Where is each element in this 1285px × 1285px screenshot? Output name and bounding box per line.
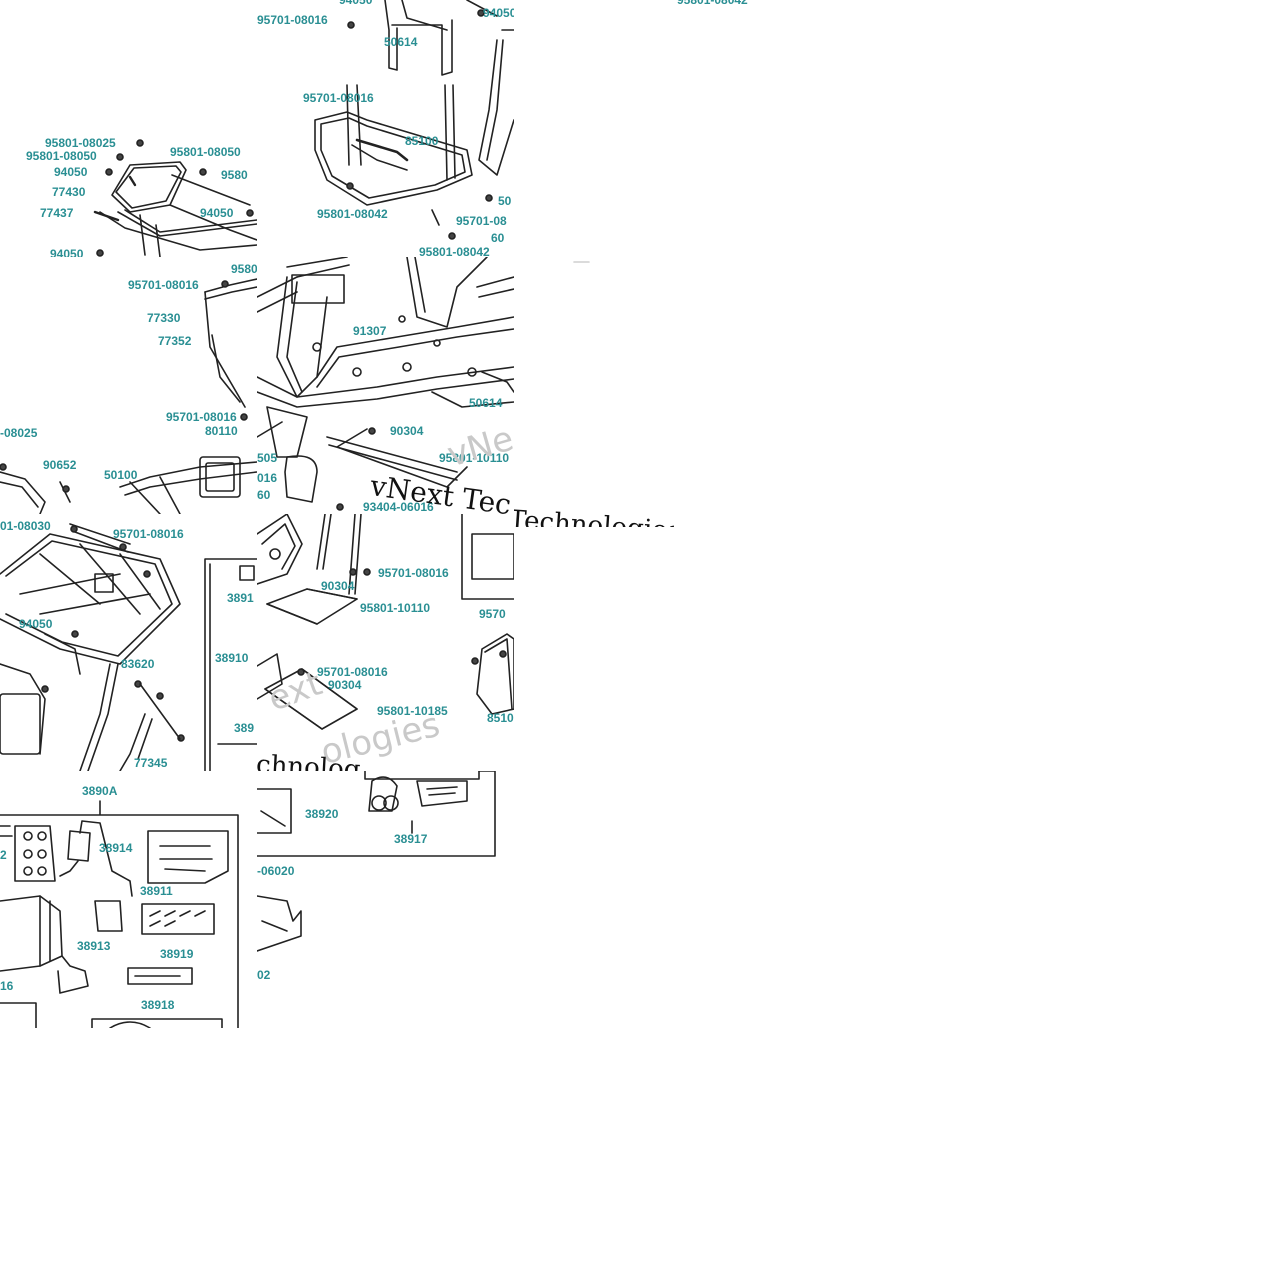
part-label: 95801-10185: [377, 704, 448, 718]
diagram-tile-rear-rack: 95701-08016 9580 77330 77352 95701-08016…: [0, 257, 257, 514]
part-label: 94050: [339, 0, 373, 7]
part-label: 95801-08042: [419, 245, 490, 257]
part-label: 3891: [227, 591, 254, 605]
part-label: 95701-08016: [128, 278, 199, 292]
part-label: 90304: [390, 424, 424, 438]
part-label: 94050: [54, 165, 88, 179]
part-label: 95701-08016: [317, 665, 388, 679]
winch-accessories-drawing: [257, 771, 496, 952]
part-label: 8510: [487, 711, 514, 725]
part-label: 2: [0, 848, 7, 862]
skid-plates-drawing: [257, 514, 514, 730]
part-label: 94050: [50, 247, 84, 257]
part-label: 95801-08042: [317, 207, 388, 221]
part-label: 60: [491, 231, 505, 245]
part-label: 77345: [134, 756, 168, 770]
part-label: 95701-08016: [257, 13, 328, 27]
part-label: 95801-08050: [26, 149, 97, 163]
part-label: 77352: [158, 334, 192, 348]
part-label: 94050: [483, 6, 514, 20]
part-label: 95801-08025: [45, 136, 116, 150]
part-label: 77330: [147, 311, 181, 325]
winch-kit-drawing: [0, 800, 239, 1028]
part-label: 9580: [221, 168, 248, 182]
part-label: 38910: [215, 651, 249, 665]
part-label: 95801-10110: [439, 451, 510, 465]
part-label: 95701-08016: [166, 410, 237, 424]
diagram-tile-skid-plates: 95701-08016 90304 95801-10110 95701-0801…: [257, 514, 514, 771]
part-label: 50100: [104, 468, 138, 482]
diagram-tile-winch-kit: 3890A 2 38914 38911 38913 38919 38918 16: [0, 771, 257, 1028]
part-label: 38913: [77, 939, 111, 953]
part-label: 91307: [353, 324, 387, 338]
part-label: 95701-08016: [378, 566, 449, 580]
part-label: 016: [257, 471, 278, 485]
fragment-drawing: [573, 261, 590, 263]
part-label: 85100: [405, 134, 439, 148]
part-label: 50614: [384, 35, 418, 49]
part-label: 38911: [140, 884, 173, 898]
front-rack-drawing: [93, 139, 257, 257]
part-label: 38917: [394, 832, 428, 846]
part-label: 77437: [40, 206, 74, 220]
part-label: 95801-10110: [360, 601, 431, 615]
part-label: 95701-08016: [113, 527, 184, 541]
part-label: 80110: [205, 424, 238, 438]
part-label: 9570: [479, 607, 506, 621]
part-label: 38918: [141, 998, 175, 1012]
part-label: -06020: [257, 864, 295, 878]
part-label: 9580: [231, 262, 257, 276]
main-frame-drawing: [257, 257, 514, 511]
part-label: 94050: [19, 617, 53, 631]
part-label: 38919: [160, 947, 194, 961]
part-label: 50614: [469, 396, 503, 410]
part-label: 16: [0, 979, 14, 993]
diagram-tile-rear-rack-lower: 01-08030 95701-08016 94050 83620 77345 3…: [0, 514, 257, 771]
part-label: 389: [234, 721, 255, 735]
front-bumper-drawing: [314, 0, 514, 240]
part-label: 50: [498, 194, 512, 208]
part-label: 95801-08042: [677, 0, 748, 7]
part-label: 60: [257, 488, 271, 502]
part-label: 95801-08050: [170, 145, 241, 159]
diagram-tile-front-rack: 95801-08025 95801-08050 94050 77430 7743…: [0, 0, 257, 257]
part-label: 94050: [200, 206, 234, 220]
diagram-tile-winch-accessories: 38920 38917 -06020 02: [257, 771, 497, 986]
diagram-tile-fragment: 95801-08042: [670, 0, 790, 8]
part-label: 505: [257, 451, 278, 465]
part-label: 38920: [305, 807, 339, 821]
part-label: 3890A: [82, 784, 118, 798]
part-label: 95701-08016: [303, 91, 374, 105]
part-label: 77430: [52, 185, 86, 199]
part-label: 95701-08: [456, 214, 507, 228]
part-label: 01-08030: [0, 519, 51, 533]
part-label: 90304: [321, 579, 355, 593]
part-label: -08025: [0, 426, 38, 440]
diagram-tile-main-frame: 91307 50614 90304 95801-10110 505 016 60…: [257, 257, 514, 514]
part-label: 90304: [328, 678, 362, 692]
part-label: 93404-06016: [363, 500, 434, 514]
part-label: 90652: [43, 458, 77, 472]
part-label: 38914: [99, 841, 133, 855]
rear-rack-lower-drawing: [0, 523, 257, 771]
diagram-tile-fragment: Technologies: [514, 257, 674, 527]
part-label: 83620: [121, 657, 155, 671]
part-label: 02: [257, 968, 271, 982]
rear-rack-drawing: [0, 278, 257, 514]
diagram-tile-front-bumper: 94050 95701-08016 50614 94050 95701-0801…: [257, 0, 514, 257]
